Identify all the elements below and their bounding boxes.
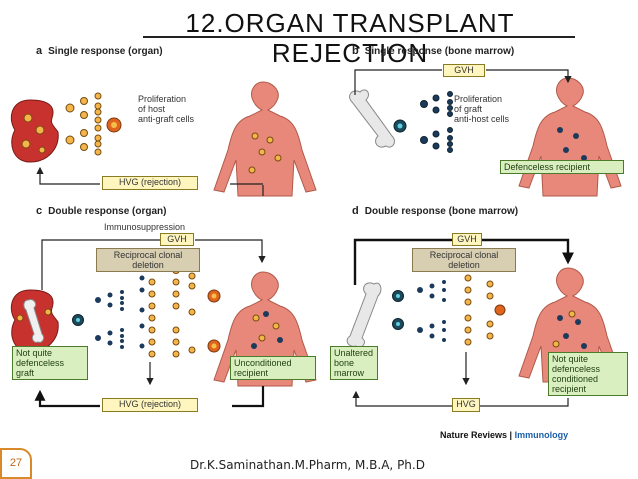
bone-icon bbox=[349, 89, 395, 148]
panel-b-title-text: Single response (bone marrow) bbox=[364, 46, 515, 57]
panel-a-artwork bbox=[10, 81, 317, 197]
panel-b-artwork bbox=[349, 69, 622, 197]
panel-c-letter: c bbox=[36, 205, 43, 217]
panel-d-green-left: Unaltered bone marrow bbox=[330, 346, 378, 380]
journal-section: Immunology bbox=[514, 430, 569, 440]
human-body-icon bbox=[213, 81, 317, 197]
panel-c-gvh-box: GVH bbox=[160, 233, 194, 246]
journal-separator: | bbox=[509, 430, 513, 440]
panel-b-green-label: Defenceless recipient bbox=[500, 160, 624, 174]
panel-d-hvg-box: HVG bbox=[452, 398, 480, 412]
panel-d-title-text: Double response (bone marrow) bbox=[364, 206, 519, 217]
panel-c-title-text: Double response (organ) bbox=[48, 206, 167, 217]
panel-c-note: Immunosuppression bbox=[104, 222, 186, 232]
author-footer: Dr.K.Saminathan.M.Pharm, M.B.A, Ph.D bbox=[190, 458, 425, 472]
panel-d-letter: d bbox=[352, 205, 359, 217]
panel-a-hvg-box: HVG (rejection) bbox=[102, 176, 198, 190]
panel-d-reciprocal-box: Reciprocal clonal deletion bbox=[412, 248, 516, 272]
panel-a-letter: a bbox=[36, 45, 43, 57]
panel-c-green-right: Unconditioned recipient bbox=[230, 356, 316, 380]
panel-c-title: c Double response (organ) bbox=[36, 205, 166, 218]
panel-d-gvh-box: GVH bbox=[452, 233, 482, 246]
journal-credit: Nature Reviews | Immunology bbox=[440, 430, 568, 440]
panel-a-title-text: Single response (organ) bbox=[48, 46, 163, 57]
panel-d-green-right: Not quite defenceless conditioned recipi… bbox=[548, 352, 628, 396]
panel-c-hvg-box: HVG (rejection) bbox=[102, 398, 198, 412]
panel-c-reciprocal-box: Reciprocal clonal deletion bbox=[96, 248, 200, 272]
panel-a-description: Proliferation of host anti-graft cells bbox=[138, 94, 195, 124]
panel-b-description: Proliferation of graft anti-host cells bbox=[454, 94, 510, 124]
page-number-badge: 27 bbox=[0, 448, 32, 479]
panel-d-title: d Double response (bone marrow) bbox=[352, 205, 518, 218]
kidney-icon bbox=[10, 99, 59, 163]
panel-b-gvh-box: GVH bbox=[443, 64, 485, 77]
panel-b-title: b Single response (bone marrow) bbox=[352, 45, 514, 58]
title-underline bbox=[143, 36, 575, 38]
panel-a-title: a Single response (organ) bbox=[36, 45, 163, 58]
journal-name: Nature Reviews bbox=[440, 430, 508, 440]
slide-title: 12.ORGAN TRANSPLANT REJECTION bbox=[185, 8, 515, 68]
panel-c-green-left: Not quite defenceless graft bbox=[12, 346, 88, 380]
panel-b-letter: b bbox=[352, 45, 359, 57]
